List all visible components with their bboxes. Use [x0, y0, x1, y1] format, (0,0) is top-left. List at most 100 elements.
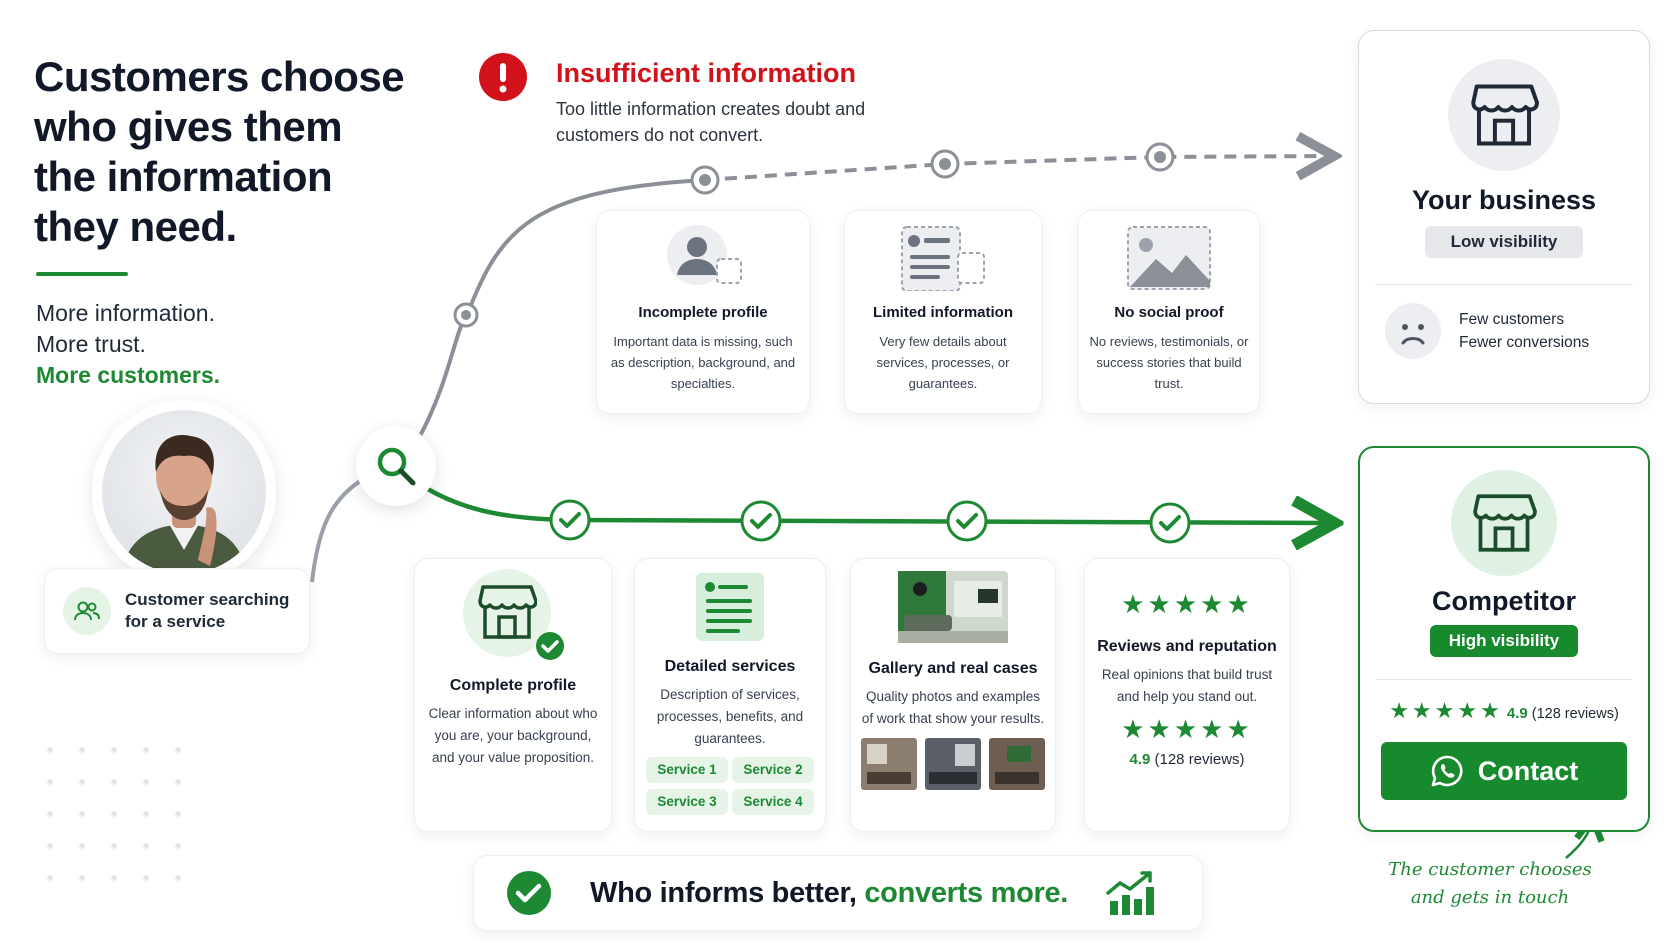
- conclusion-part-2: converts more.: [864, 876, 1069, 909]
- rating-value: 4.9: [1129, 751, 1151, 768]
- star-rating-icon: ★★★★★: [1389, 698, 1503, 723]
- bad-step-title: Incomplete profile: [638, 304, 768, 321]
- bad-step-incomplete-profile: Incomplete profile Important data is mis…: [596, 210, 810, 414]
- missing-image-icon: [1127, 226, 1211, 290]
- services-list-icon: [696, 573, 764, 641]
- search-node: [356, 426, 436, 506]
- avatar: [102, 410, 266, 574]
- gallery-room-photo: [898, 571, 1008, 643]
- service-chip[interactable]: Service 2: [732, 757, 814, 783]
- check-node-3: [946, 500, 988, 542]
- good-step-detailed-services: Detailed services Description of service…: [634, 558, 826, 832]
- low-visibility-badge: Low visibility: [1425, 226, 1583, 258]
- business-outcome: Few customers Fewer conversions: [1359, 285, 1649, 377]
- outcome-line-2: Fewer conversions: [1459, 334, 1590, 351]
- competitor-title: Competitor: [1432, 586, 1576, 616]
- handnote-line-2: and gets in touch: [1410, 887, 1570, 908]
- bad-step-limited-information: Limited information Very few details abo…: [844, 210, 1042, 414]
- competitor-divider: [1376, 679, 1632, 680]
- business-outcome-text: Few customers Fewer conversions: [1459, 308, 1589, 354]
- good-step-title: Complete profile: [449, 677, 577, 694]
- competitor-rating: ★★★★★ 4.9 (128 reviews): [1360, 698, 1648, 724]
- dot-grid-decoration: [34, 734, 204, 904]
- check-node-1: [549, 499, 591, 541]
- search-icon: [377, 447, 416, 486]
- limited-document-icon: [901, 226, 985, 292]
- service-chip[interactable]: Service 1: [646, 757, 728, 783]
- complete-profile-visual: [463, 569, 564, 665]
- good-step-desc: Quality photos and examples of work that…: [861, 689, 1045, 726]
- conclusion-message: Who informs better, converts more.: [590, 877, 1068, 910]
- review-count: (128 reviews): [1154, 751, 1245, 768]
- star-rating-icon: ★★★★★: [1121, 714, 1253, 744]
- bad-step-title: Limited information: [873, 304, 1013, 321]
- gallery-thumb[interactable]: [925, 738, 981, 790]
- gallery-thumb[interactable]: [989, 738, 1045, 790]
- service-chip[interactable]: Service 4: [732, 789, 814, 815]
- good-step-desc: Description of services, processes, bene…: [656, 687, 804, 746]
- gray-path-nodes: [453, 142, 1175, 328]
- warning-subtitle: Too little information creates doubt and…: [556, 99, 866, 145]
- headline: Customers choose who gives them the info…: [34, 53, 405, 250]
- person-thinking-icon: [122, 435, 246, 574]
- bad-step-desc: Very few details about services, process…: [876, 334, 1010, 391]
- bad-step-no-social-proof: No social proof No reviews, testimonials…: [1078, 210, 1260, 414]
- warning-icon: [478, 52, 528, 107]
- high-visibility-badge: High visibility: [1430, 625, 1578, 657]
- headline-underline: [36, 272, 128, 276]
- bad-step-desc: Important data is missing, such as descr…: [610, 334, 796, 391]
- whatsapp-icon: [1431, 755, 1463, 787]
- searcher-card: Customer searching for a service: [44, 568, 310, 654]
- competitor-panel: Competitor High visibility ★★★★★ 4.9 (12…: [1358, 446, 1650, 832]
- check-node-2: [740, 500, 782, 542]
- tagline-line-3: More customers.: [36, 362, 221, 388]
- store-icon: [1471, 84, 1539, 146]
- gallery-thumb[interactable]: [861, 738, 917, 790]
- your-business-panel: Your business Low visibility Few custome…: [1358, 30, 1650, 404]
- review-count: (128 reviews): [1531, 706, 1619, 722]
- searcher-to-search-curve: [310, 478, 364, 583]
- good-step-complete-profile: Complete profile Clear information about…: [414, 558, 612, 832]
- users-icon: [63, 587, 111, 635]
- bad-step-title: No social proof: [1114, 304, 1224, 321]
- gray-path-curve: [418, 178, 706, 437]
- review-summary: 4.9 (128 reviews): [1085, 751, 1289, 768]
- searcher-label: Customer searching for a service: [125, 590, 290, 631]
- growth-chart-icon: [1106, 871, 1155, 915]
- check-circle-icon: [507, 871, 551, 915]
- incomplete-profile-icon: [667, 225, 742, 285]
- rating-value: 4.9: [1506, 705, 1528, 722]
- warning-title: Insufficient information: [556, 58, 856, 88]
- service-chip[interactable]: Service 3: [646, 789, 728, 815]
- check-node-4: [1149, 502, 1191, 544]
- tagline-line-1: More information.: [36, 300, 215, 326]
- sad-face-icon: [1385, 303, 1441, 359]
- tagline-line-2: More trust.: [36, 331, 146, 357]
- good-step-desc: Clear information about who you are, you…: [428, 706, 598, 765]
- contact-button[interactable]: Contact: [1381, 742, 1627, 800]
- contact-button-label: Contact: [1477, 755, 1579, 786]
- good-step-gallery: Gallery and real cases Quality photos an…: [850, 558, 1056, 832]
- business-divider: [1375, 284, 1633, 285]
- bad-step-desc: No reviews, testimonials, or success sto…: [1089, 334, 1249, 391]
- business-title: Your business: [1411, 185, 1597, 215]
- gallery-thumbnails: [851, 738, 1055, 790]
- store-icon: [1473, 494, 1537, 552]
- handnote-line-1: The customer chooses: [1388, 859, 1592, 880]
- gray-path-dashed: [704, 156, 1330, 182]
- business-store-visual: [1448, 59, 1560, 171]
- good-step-title: Reviews and reputation: [1097, 638, 1277, 655]
- good-step-title: Detailed services: [664, 658, 796, 675]
- check-badge-icon: [536, 632, 564, 660]
- good-step-title: Gallery and real cases: [868, 660, 1038, 677]
- star-rating-icon: ★★★★★: [1121, 589, 1253, 619]
- store-icon: [478, 585, 537, 639]
- green-path-checks: [549, 499, 1191, 544]
- good-step-reviews: ★★★★★ Reviews and reputation Real opinio…: [1084, 558, 1290, 832]
- conclusion-part-1: Who informs better,: [590, 876, 865, 909]
- good-step-desc: Real opinions that build trust and help …: [1101, 667, 1273, 704]
- conclusion-banner: Who informs better, converts more.: [473, 855, 1203, 931]
- handwritten-note: The customer chooses and gets in touch: [1374, 856, 1606, 912]
